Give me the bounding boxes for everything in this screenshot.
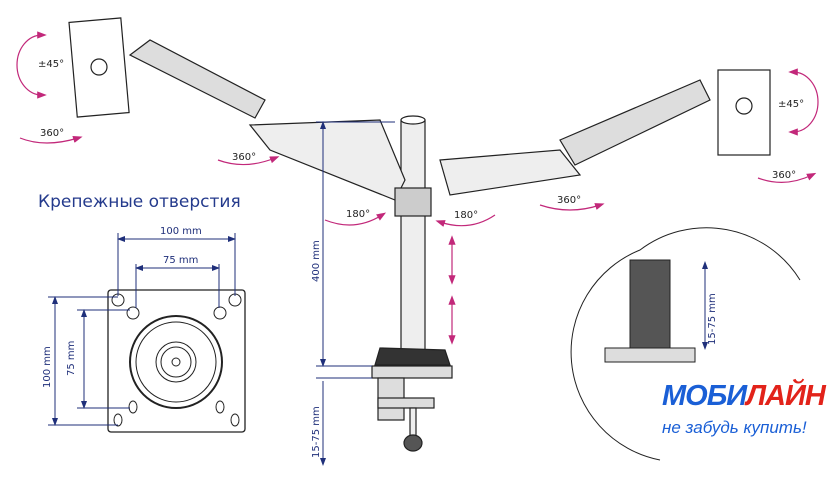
vesa-outer-width-label: 100 mm [160, 226, 202, 237]
right-arm-spin-label: 360° [557, 195, 581, 206]
logo-name: МОБИЛАЙН [662, 380, 826, 412]
mobilain-logo: МОБИЛАЙН не забудь купить! [650, 370, 840, 444]
left-arm-spin-label: 360° [232, 152, 256, 163]
pole-height-label: 400 mm [311, 240, 322, 282]
vesa-plate [107, 289, 246, 433]
vesa-outer-height-label: 100 mm [42, 346, 53, 388]
logo-slogan: не забудь купить! [662, 418, 807, 437]
clamp-detail-view [570, 227, 801, 461]
clamp-range-label: 15-75 mm [311, 406, 322, 458]
vesa-inner-width-label: 75 mm [163, 255, 198, 266]
monitor-arm-stand [68, 17, 771, 452]
section-title: Крепежные отверстия [38, 192, 241, 212]
left-monitor-spin-label: 360° [40, 128, 64, 139]
right-monitor-spin-label: 360° [772, 170, 796, 181]
vesa-inner-height-label: 75 mm [66, 341, 77, 376]
right-joint-label: 180° [454, 210, 478, 221]
right-tilt-label: ±45° [778, 99, 804, 110]
left-tilt-label: ±45° [38, 59, 64, 70]
rotation-arrows [16, 31, 819, 345]
left-joint-label: 180° [346, 209, 370, 220]
pole-dimension-lines [316, 121, 395, 466]
vesa-dimension-lines [48, 233, 236, 426]
detail-clamp-range-label: 15-75 mm [707, 293, 718, 345]
